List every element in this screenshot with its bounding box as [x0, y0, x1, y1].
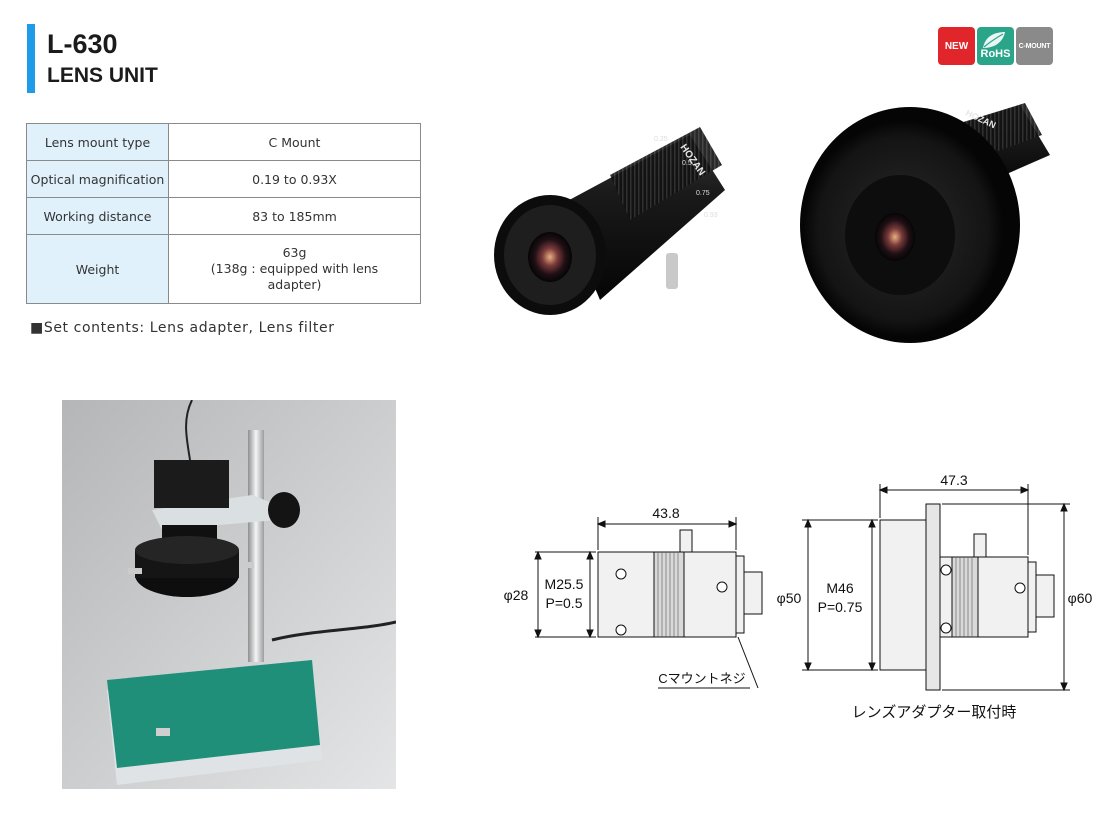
- lens-diameter-label: φ28: [504, 587, 529, 603]
- table-row: Optical magnification 0.19 to 0.93X: [26, 160, 421, 198]
- model-number: L-630: [47, 29, 118, 59]
- lens-unit-image: HOZAN 0.25 0.5 0.75 0.93: [494, 127, 725, 315]
- spec-value: 0.19 to 0.93X: [168, 160, 421, 198]
- spec-label: Weight: [26, 234, 169, 304]
- spec-value: 83 to 185mm: [168, 197, 421, 235]
- svg-text:0.93: 0.93: [704, 212, 718, 219]
- spec-label: Working distance: [26, 197, 169, 235]
- badge-group: NEW RoHS C-MOUNT: [938, 27, 1053, 65]
- rohs-badge: RoHS: [977, 27, 1014, 65]
- svg-text:0.25: 0.25: [654, 136, 668, 143]
- lens-outer-label: φ50: [777, 590, 802, 606]
- adapter-pitch-label: P=0.75: [818, 599, 863, 615]
- new-badge: NEW: [938, 27, 975, 65]
- spec-table: Lens mount type C Mount Optical magnific…: [26, 123, 421, 304]
- adapter-outline: [879, 503, 1055, 691]
- table-row: Lens mount type C Mount: [26, 123, 421, 161]
- adapter-length-label: 47.3: [940, 472, 967, 488]
- spec-value: C Mount: [168, 123, 421, 161]
- table-row: Weight 63g (138g : equipped with lens ad…: [26, 234, 421, 304]
- leaf-icon: [983, 32, 1005, 48]
- cmount-thread-callout: Cマウントネジ: [658, 671, 745, 686]
- spec-value: 63g (138g : equipped with lens adapter): [168, 234, 421, 304]
- product-subtitle: LENS UNIT: [47, 64, 158, 87]
- spec-label: Lens mount type: [26, 123, 169, 161]
- adapter-thread-label: M46: [826, 580, 853, 596]
- svg-text:0.75: 0.75: [696, 190, 710, 197]
- lens-outline: [597, 529, 763, 638]
- microscope-stand-photo: [62, 400, 396, 789]
- lens-length-label: 43.8: [652, 505, 679, 521]
- set-contents: ■Set contents: Lens adapter, Lens filter: [30, 320, 335, 336]
- lens-product-photo: HOZAN 0.25 0.5 0.75 0.93 HOZAN: [494, 103, 1050, 343]
- lens-pitch-label: P=0.5: [546, 595, 583, 611]
- table-row: Working distance 83 to 185mm: [26, 197, 421, 235]
- lens-thread-label: M25.5: [545, 576, 584, 592]
- adapter-outer-label: φ60: [1068, 590, 1093, 606]
- title-block: L-630 LENS UNIT: [27, 24, 158, 93]
- dimension-drawing: 43.8 φ28 M25.5 P=0.5 φ50 Cマウントネジ 47.3 M4…: [504, 472, 1093, 721]
- adapter-caption: レンズアダプター取付時: [852, 704, 1017, 721]
- lens-with-adapter-image: HOZAN: [800, 103, 1050, 343]
- cmount-badge: C-MOUNT: [1016, 27, 1053, 65]
- spec-label: Optical magnification: [26, 160, 169, 198]
- svg-text:0.5: 0.5: [682, 160, 692, 167]
